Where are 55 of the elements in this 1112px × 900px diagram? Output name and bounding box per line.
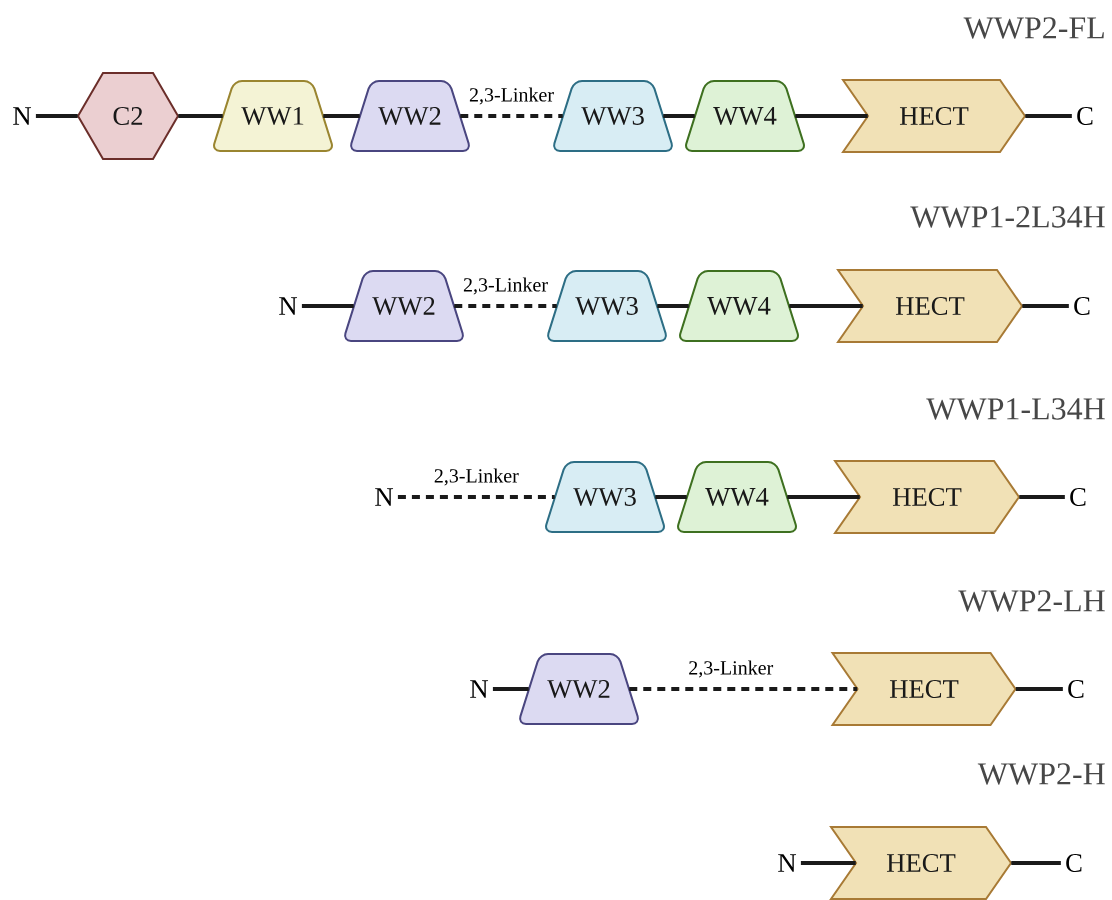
edge-label: 2,3-Linker	[461, 276, 550, 296]
linker-line	[454, 304, 557, 308]
terminus-label: N	[279, 297, 298, 315]
linker-line	[629, 687, 858, 691]
backbone-line	[492, 687, 529, 691]
domain-trapezoid: WW2	[519, 653, 639, 725]
domain-trapezoid: WW3	[547, 270, 667, 342]
domain-trapezoid: WW3	[545, 461, 665, 533]
terminus-label: N	[375, 488, 394, 506]
terminus-label: C	[1068, 680, 1084, 698]
domain-trapezoid: WW1	[213, 80, 333, 152]
domain-chevron: HECT	[841, 79, 1027, 153]
backbone-line	[657, 304, 689, 308]
terminus-label: C	[1066, 854, 1082, 872]
backbone-line	[789, 304, 863, 308]
terminus-label: C	[1070, 488, 1086, 506]
backbone-line	[795, 114, 868, 118]
backbone-line	[1025, 114, 1072, 118]
edge-label: 2,3-Linker	[686, 659, 775, 679]
terminus-label: C	[1074, 297, 1090, 315]
edge-label: 2,3-Linker	[432, 467, 521, 487]
backbone-line	[178, 114, 223, 118]
backbone-line	[323, 114, 360, 118]
terminus-label: N	[470, 680, 489, 698]
domain-chevron: HECT	[829, 826, 1013, 900]
backbone-line	[663, 114, 695, 118]
domain-trapezoid: WW4	[679, 270, 799, 342]
domain-trapezoid: WW4	[677, 461, 797, 533]
domain-chevron: HECT	[833, 460, 1021, 534]
domain-trapezoid: WW4	[685, 80, 805, 152]
construct-title: WWP1-2L34H	[910, 206, 1105, 228]
construct-title: WWP1-L34H	[926, 398, 1105, 420]
construct-title: WWP2-H	[977, 763, 1105, 785]
construct-title: WWP2-FL	[963, 17, 1104, 39]
backbone-line	[1011, 861, 1061, 865]
domain-trapezoid: WW3	[553, 80, 673, 152]
backbone-line	[1022, 304, 1069, 308]
domain-chevron: HECT	[830, 652, 1017, 726]
backbone-line	[301, 304, 354, 308]
backbone-line	[1019, 495, 1065, 499]
edge-label: 2,3-Linker	[467, 86, 556, 106]
domain-trapezoid: WW2	[350, 80, 470, 152]
backbone-line	[787, 495, 860, 499]
terminus-label: N	[778, 854, 797, 872]
terminus-label: N	[13, 107, 32, 125]
construct-title: WWP2-LH	[958, 590, 1105, 612]
backbone-line	[800, 861, 856, 865]
backbone-line	[655, 495, 687, 499]
domain-chevron: HECT	[836, 269, 1024, 343]
linker-line	[460, 114, 563, 118]
backbone-line	[35, 114, 78, 118]
terminus-label: C	[1077, 107, 1093, 125]
domain-trapezoid: WW2	[344, 270, 464, 342]
backbone-line	[1015, 687, 1063, 691]
linker-line	[397, 495, 555, 499]
